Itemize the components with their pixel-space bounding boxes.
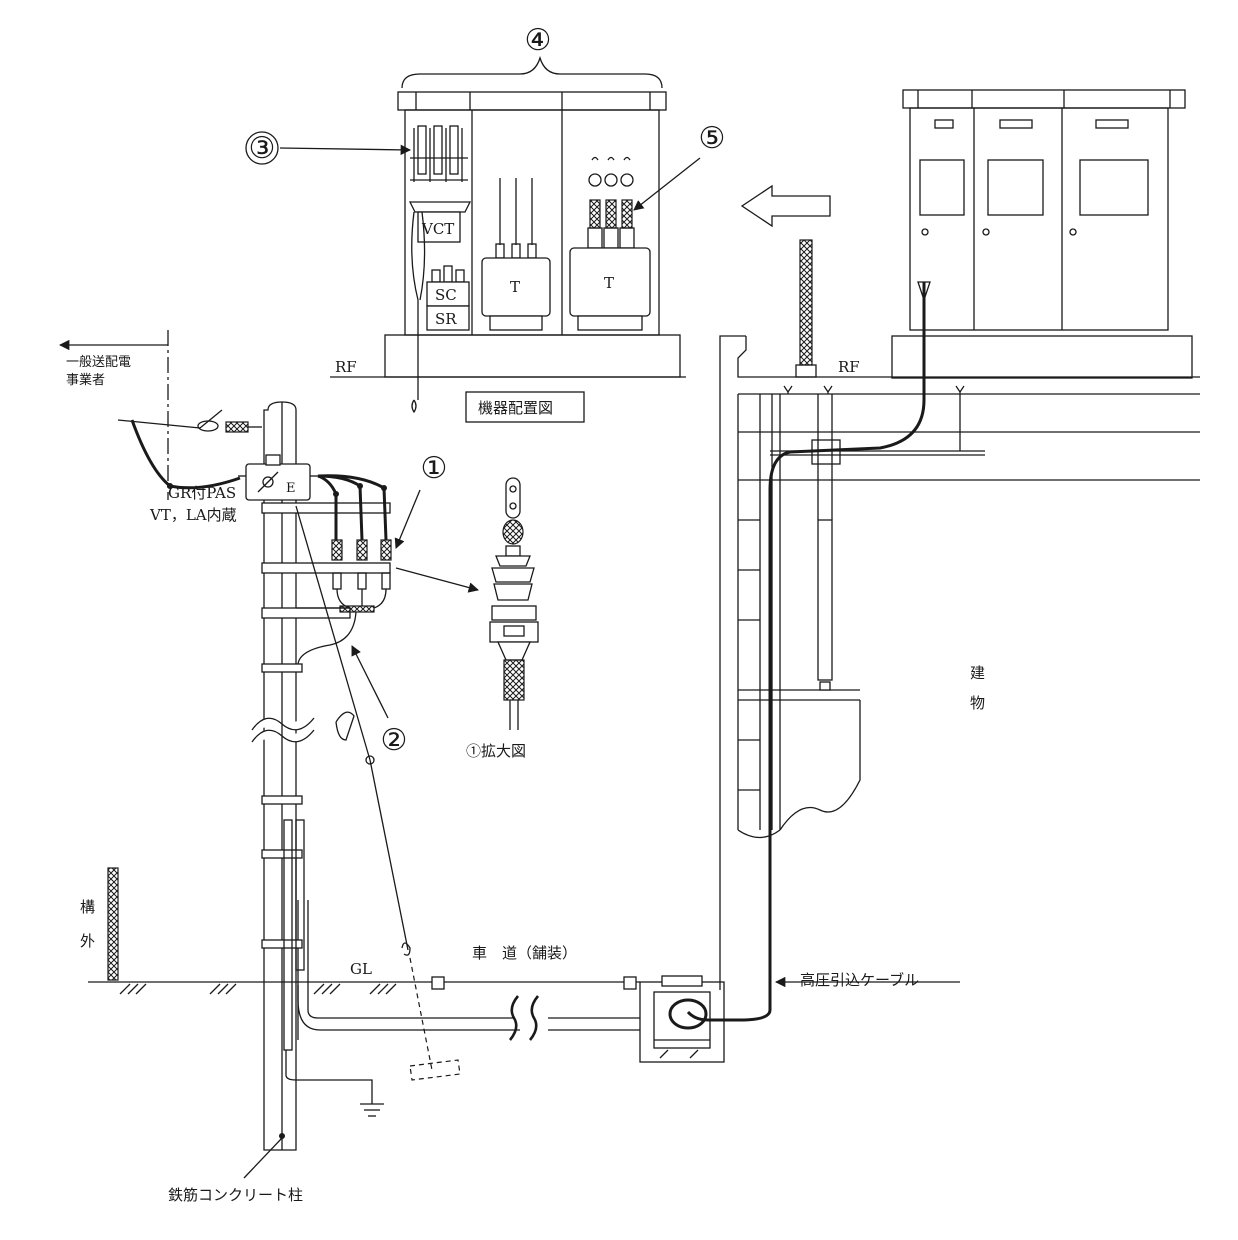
outside-label-2: 外 (80, 932, 95, 950)
pas-label-2: VT，LA内蔵 (149, 506, 237, 524)
pole-label: 鉄筋コンクリート柱 (168, 1186, 303, 1204)
rooftop-cubicle (891, 89, 1193, 379)
svg-text:⑤: ⑤ (699, 121, 726, 156)
rooftop-post (799, 239, 813, 366)
marker-1: ① (394, 451, 448, 549)
outside-label-1: 構 (80, 898, 95, 916)
building-label-2: 物 (970, 694, 985, 712)
hv-cable-label: 高圧引込ケーブル (800, 971, 919, 989)
hv-cable-riser (686, 282, 926, 1022)
pas-label-1: GR付PAS (168, 484, 236, 502)
fuse-assembly (410, 125, 468, 182)
stay-wire (295, 505, 461, 1081)
enlarged-termination (489, 477, 539, 730)
marker-4: ④ (525, 23, 552, 58)
rf-left-label: RF (335, 358, 357, 376)
pas-e-mark: E (286, 481, 296, 496)
marker-2: ② (351, 645, 408, 758)
marker-5: ⑤ (633, 121, 726, 211)
vct-unit: VCT (408, 201, 472, 243)
svg-text:③: ③ (249, 131, 276, 166)
boundary-fence (107, 867, 119, 981)
svg-text:④: ④ (525, 23, 552, 58)
enlarged-label: ①拡大図 (466, 742, 526, 760)
rf-right-label: RF (838, 358, 860, 376)
layout-caption: 機器配置図 (478, 399, 553, 417)
pas-switch: E (238, 454, 318, 501)
ground-line: GL (88, 960, 640, 995)
sr-label: SR (435, 310, 457, 328)
t1-label: T (510, 278, 520, 296)
service-drop (117, 409, 262, 490)
t2-label: T (604, 274, 614, 292)
svg-text:①: ① (421, 451, 448, 486)
equipment-layout-cubicle: VCT SC SR T (330, 55, 686, 423)
marker-3: ③ (245, 131, 412, 166)
transformer-2: T (569, 156, 651, 331)
transformer-1: T (481, 178, 551, 331)
sc-sr-unit: SC SR (426, 265, 470, 331)
concrete-pole (251, 401, 391, 1151)
gl-label: GL (350, 960, 372, 978)
handhole-pit (639, 975, 725, 1063)
svg-text:②: ② (381, 723, 408, 758)
termination-cables (297, 474, 392, 665)
utility-label-2: 事業者 (66, 372, 105, 388)
utility-label-1: 一般送配電 (66, 354, 131, 370)
sc-label: SC (435, 286, 457, 304)
building-label-1: 建 (970, 664, 985, 682)
vct-label: VCT (421, 220, 454, 238)
building-structure: 建 物 RF (719, 335, 1200, 990)
replacement-arrow-icon (740, 184, 831, 228)
road-label: 車 道（舗装） (472, 944, 577, 962)
